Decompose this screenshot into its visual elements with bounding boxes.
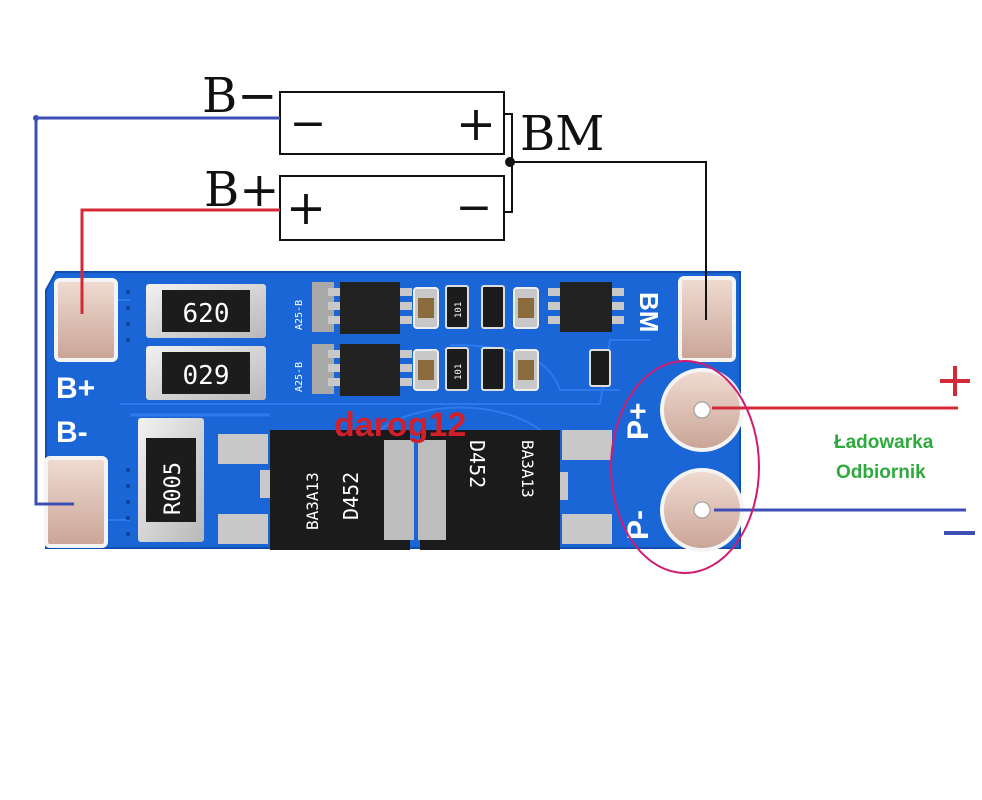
cell-top-plus: + bbox=[456, 96, 496, 152]
board-bm-label: BM bbox=[634, 292, 664, 332]
resistor-029: 029 bbox=[146, 346, 266, 400]
label-b-minus: B− bbox=[202, 68, 278, 124]
mosfet-2: D452 BA3A13 bbox=[418, 430, 612, 550]
mosfet-2-code: D452 bbox=[465, 440, 489, 488]
charger-label: Ładowarka bbox=[834, 432, 934, 453]
resistor-620: 620 bbox=[146, 284, 266, 338]
battery-cell-top: − + bbox=[279, 91, 505, 155]
external-minus-sign: − bbox=[944, 531, 975, 535]
protection-ic-3 bbox=[548, 282, 624, 332]
protection-ic-1: A25-B bbox=[294, 282, 412, 334]
small-code-1: 101 bbox=[454, 302, 464, 318]
p-plus-pad bbox=[660, 368, 744, 452]
cell-bottom-minus: − bbox=[456, 182, 493, 233]
cell-top-minus: − bbox=[290, 98, 327, 149]
board-p-minus-label: P- bbox=[622, 510, 655, 540]
mosfet-2-batch: BA3A13 bbox=[518, 440, 537, 498]
ic-1-code: A25-B bbox=[294, 300, 305, 330]
p-minus-pad bbox=[660, 468, 744, 552]
shunt-resistor-r005: R005 bbox=[138, 418, 204, 542]
mosfet-1-batch: BA3A13 bbox=[303, 472, 322, 530]
b-minus-pad bbox=[44, 456, 108, 548]
mosfet-1-code: D452 bbox=[339, 472, 363, 520]
shunt-r005-label: R005 bbox=[161, 462, 186, 515]
output-highlight-ellipse bbox=[610, 360, 760, 574]
b-plus-pad bbox=[54, 278, 118, 362]
board-b-minus-label: B- bbox=[56, 416, 88, 449]
wire-b-plus bbox=[80, 208, 280, 314]
load-label: Odbiornik bbox=[836, 462, 926, 483]
resistor-620-label: 620 bbox=[183, 299, 230, 329]
external-plus-sign: + bbox=[940, 366, 970, 396]
watermark: darog12 bbox=[334, 406, 466, 444]
resistor-029-label: 029 bbox=[183, 361, 230, 391]
small-code-2: 101 bbox=[454, 364, 464, 380]
ic-2-code: A25-B bbox=[294, 362, 305, 392]
label-bm: BM bbox=[520, 106, 604, 162]
board-p-plus-label: P+ bbox=[622, 402, 655, 440]
board-b-plus-label: B+ bbox=[56, 372, 95, 405]
battery-cell-bottom: + − bbox=[279, 175, 505, 241]
protection-ic-2: A25-B bbox=[294, 344, 412, 396]
small-components: 101 101 bbox=[413, 285, 611, 391]
wire-bm bbox=[510, 161, 707, 320]
mosfet-1: D452 BA3A13 bbox=[218, 430, 414, 550]
cell-bottom-plus: + bbox=[286, 180, 326, 236]
wire-b-minus bbox=[34, 116, 280, 506]
